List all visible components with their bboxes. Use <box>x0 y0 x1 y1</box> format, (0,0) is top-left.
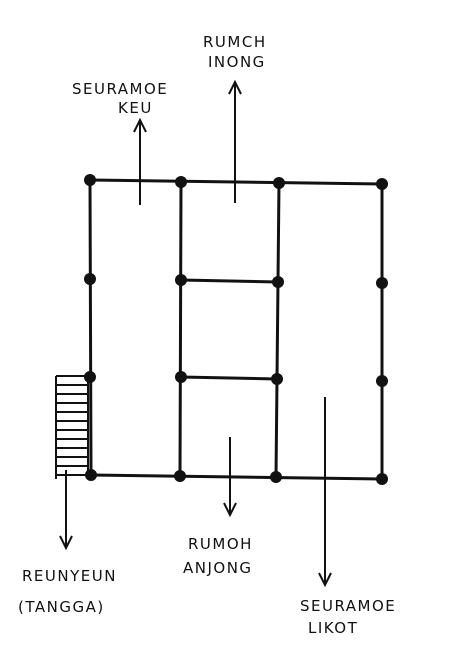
label-rumoh-anjong-2: ANJONG <box>183 559 253 577</box>
label-rumoh-anjong-1: RUMOH <box>188 535 253 553</box>
label-rumoh-inong-1: RUMCH <box>203 33 267 51</box>
outer-walls <box>88 178 384 481</box>
label-reunyeun-2: (TANGGA) <box>18 598 105 616</box>
label-rumoh-inong-2: INONG <box>208 53 266 71</box>
label-reunyeun-1: REUNYEUN <box>22 567 117 585</box>
label-seuramoe-keu-1: SEURAMOE <box>72 80 168 98</box>
label-seuramoe-likot-1: SEURAMOE <box>300 597 396 615</box>
arrow-seuramoe-likot <box>318 397 332 588</box>
staircase <box>55 375 89 479</box>
label-seuramoe-likot-2: LIKOT <box>308 619 358 637</box>
arrow-rumoh-inong <box>228 79 242 203</box>
label-seuramoe-keu-2: KEU <box>118 99 153 117</box>
inner-walls <box>178 180 281 479</box>
arrow-rumoh-anjong <box>223 437 237 518</box>
arrow-reunyeun <box>59 470 73 551</box>
posts <box>84 174 388 485</box>
arrow-seuramoe-keu <box>133 117 147 205</box>
